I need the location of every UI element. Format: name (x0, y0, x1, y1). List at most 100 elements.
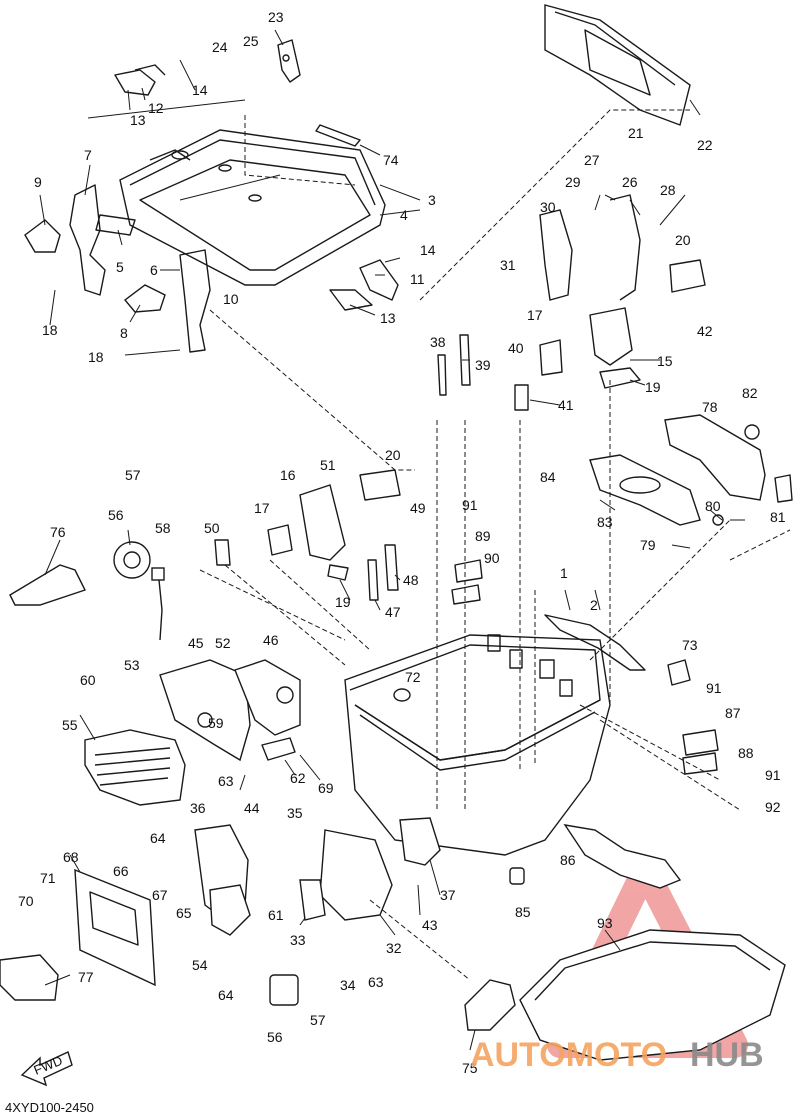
callout-64b: 64 (218, 987, 234, 1003)
callout-80: 80 (705, 498, 721, 514)
callout-41: 41 (558, 397, 574, 413)
callout-87: 87 (725, 705, 741, 721)
callout-42: 42 (697, 323, 713, 339)
callout-54: 54 (192, 957, 208, 973)
callout-74: 74 (383, 152, 399, 168)
callout-20: 20 (675, 232, 691, 248)
callout-91c: 91 (765, 767, 781, 783)
callout-78: 78 (702, 399, 718, 415)
diagram-code: 4XYD100-2450 (5, 1100, 94, 1115)
watermark-text-automoto: AUTOMOTO (470, 1036, 667, 1074)
callout-labels: 23 24 25 14 12 13 74 7 9 3 4 14 11 13 5 … (18, 9, 786, 1076)
callout-59: 59 (208, 715, 224, 731)
callout-73: 73 (682, 637, 698, 653)
callout-1: 1 (560, 565, 568, 581)
callout-48: 48 (403, 572, 419, 588)
callout-11: 11 (410, 271, 425, 287)
callout-93: 93 (597, 915, 613, 931)
callout-27: 27 (584, 152, 600, 168)
callout-10: 10 (223, 291, 239, 307)
callout-56: 56 (108, 507, 124, 523)
callout-29: 29 (565, 174, 581, 190)
callout-22: 22 (697, 137, 713, 153)
callout-90: 90 (484, 550, 500, 566)
callout-34: 34 (340, 977, 356, 993)
callout-57b: 57 (310, 1012, 326, 1028)
callout-63b: 63 (368, 974, 384, 990)
callout-63: 63 (218, 773, 234, 789)
callout-16: 16 (280, 467, 296, 483)
callout-83: 83 (597, 514, 613, 530)
callout-13: 13 (130, 112, 146, 128)
callout-7: 7 (84, 147, 92, 163)
callout-71: 71 (40, 870, 56, 886)
callout-45: 45 (188, 635, 204, 651)
callout-81: 81 (770, 509, 786, 525)
callout-28: 28 (660, 182, 676, 198)
callout-52: 52 (215, 635, 231, 651)
callout-26: 26 (622, 174, 638, 190)
callout-70: 70 (18, 893, 34, 909)
callout-57: 57 (125, 467, 141, 483)
callout-30: 30 (540, 199, 556, 215)
callout-49: 49 (410, 500, 426, 516)
callout-77: 77 (78, 969, 94, 985)
callout-21: 21 (628, 125, 644, 141)
callout-19b: 19 (335, 594, 351, 610)
main-case (344, 634, 611, 856)
callout-5: 5 (116, 259, 124, 275)
callout-64: 64 (150, 830, 166, 846)
callout-76: 76 (50, 524, 66, 540)
callout-47: 47 (385, 604, 401, 620)
callout-92: 92 (765, 799, 781, 815)
callout-18: 18 (42, 322, 58, 338)
callout-62: 62 (290, 770, 306, 786)
callout-85: 85 (515, 904, 531, 920)
callout-89: 89 (475, 528, 491, 544)
callout-24: 24 (212, 39, 228, 55)
callout-8: 8 (120, 325, 128, 341)
callout-67: 67 (152, 887, 168, 903)
callout-58: 58 (155, 520, 171, 536)
callout-51: 51 (320, 457, 336, 473)
callout-60: 60 (80, 672, 96, 688)
callout-68: 68 (63, 849, 79, 865)
callout-13b: 13 (380, 310, 396, 326)
callout-79: 79 (640, 537, 656, 553)
callout-39: 39 (475, 357, 491, 373)
forward-arrow-icon: FWD (20, 1051, 73, 1087)
callout-6: 6 (150, 262, 158, 278)
callout-91: 91 (462, 497, 478, 513)
callout-65: 65 (176, 905, 192, 921)
callout-55: 55 (62, 717, 78, 733)
callout-44: 44 (244, 800, 260, 816)
callout-14: 14 (192, 82, 208, 98)
callout-82: 82 (742, 385, 758, 401)
callout-69: 69 (318, 780, 334, 796)
callout-50: 50 (204, 520, 220, 536)
callout-43: 43 (422, 917, 438, 933)
callout-33: 33 (290, 932, 306, 948)
callout-46: 46 (263, 632, 279, 648)
callout-38: 38 (430, 334, 446, 350)
callout-4: 4 (400, 207, 408, 223)
callout-31: 31 (500, 257, 516, 273)
callout-66: 66 (113, 863, 129, 879)
callout-72: 72 (405, 669, 421, 685)
callout-17b: 17 (254, 500, 270, 516)
callout-37: 37 (440, 887, 456, 903)
callout-2: 2 (590, 597, 598, 613)
callout-35: 35 (287, 805, 303, 821)
callout-32: 32 (386, 940, 402, 956)
watermark-text-hub: HUB (690, 1036, 764, 1074)
callout-84: 84 (540, 469, 556, 485)
callout-14b: 14 (420, 242, 436, 258)
callout-19: 19 (645, 379, 661, 395)
callout-18b: 18 (88, 349, 104, 365)
callout-25: 25 (243, 33, 259, 49)
callout-23: 23 (268, 9, 284, 25)
callout-53: 53 (124, 657, 140, 673)
callout-91b: 91 (706, 680, 722, 696)
callout-3: 3 (428, 192, 436, 208)
